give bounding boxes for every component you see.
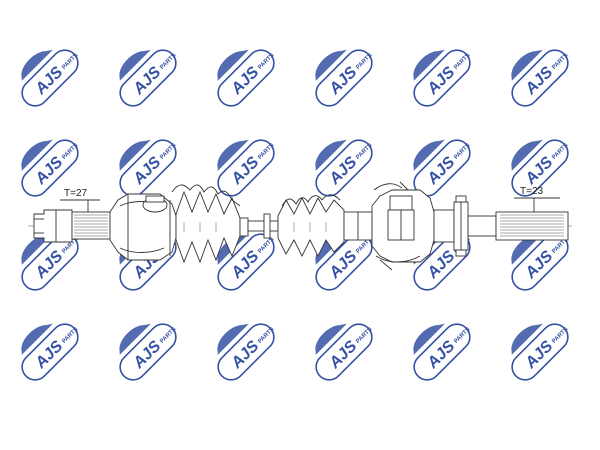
outer-boot [171,184,249,264]
inner-stub [433,195,497,257]
right-spline-end [495,197,569,241]
inner-boot [277,194,373,258]
right-spline-hatch [500,214,564,237]
left-spline-label: T=27 [64,188,88,199]
inner-cv-joint [371,181,435,271]
left-spline-hatch [74,214,108,237]
intermediate-shaft [247,213,279,239]
outer-stub [33,199,111,243]
right-spline-label: T=23 [520,186,544,197]
outer-cv-joint [109,193,177,261]
